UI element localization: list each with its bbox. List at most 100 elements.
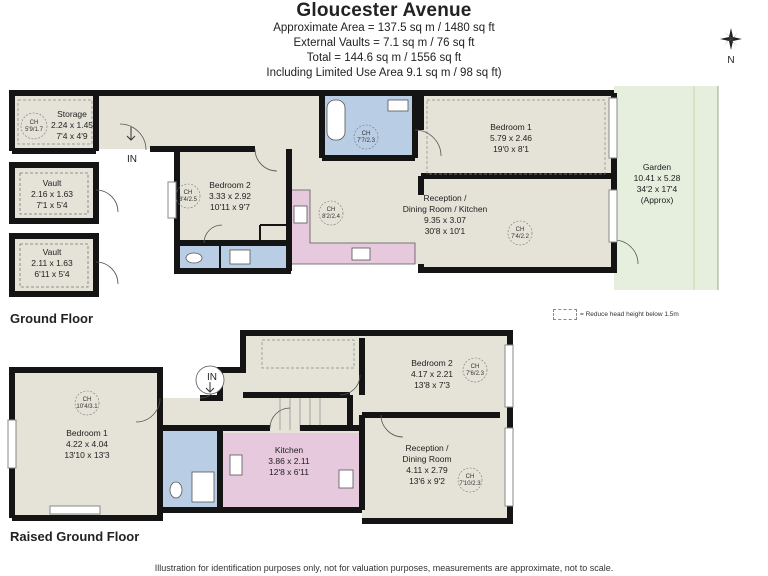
ground-bedroom2-imperial: 10'11 x 9'7: [210, 202, 250, 212]
storage-imperial: 7'4 x 4'9: [56, 131, 87, 141]
ground-reception-metric: 9.35 x 3.07: [424, 215, 466, 225]
ground-bedroom2-metric: 3.33 x 2.92: [209, 191, 251, 201]
bedroom2-ch-label: CH: [184, 190, 193, 196]
ground-floor-windows: [167, 97, 618, 243]
reception-ceiling-height-badge: [507, 220, 533, 246]
storage-metric: 2.24 x 1.45: [51, 120, 93, 130]
plan-title: Gloucester Avenue: [296, 0, 472, 21]
raised-reception-name-2: Dining Room: [402, 454, 451, 464]
raised-bedroom2-ch-label: CH: [471, 364, 480, 370]
approximate-area: Approximate Area = 137.5 sq m / 1480 sq …: [273, 22, 495, 34]
bedroom2-ch-value: 8'4/2.5: [179, 197, 197, 203]
bath-tub: [326, 99, 346, 141]
legend-text: = Reduce head height below 1.5m: [580, 311, 679, 318]
storage-reduced-headroom: [17, 99, 93, 145]
kitchen-ch-value: 8'2/2.4: [322, 214, 340, 220]
raised-kitchen: [223, 433, 361, 507]
vault-1-reduced-headroom: [19, 172, 89, 215]
reception-ch-label: CH: [516, 227, 525, 233]
garden-imperial: 34'2 x 17'4: [637, 184, 678, 194]
external-vaults-area: External Vaults = 7.1 sq m / 76 sq ft: [293, 37, 475, 49]
storage-name: Storage: [57, 109, 87, 119]
raised-bedroom2-metric: 4.17 x 2.21: [411, 369, 453, 379]
vault-2-room: [9, 233, 99, 297]
ground-basin: [229, 249, 251, 265]
ground-bedroom2-name: Bedroom 2: [209, 180, 251, 190]
ground-reception-name-2: Dining Room / Kitchen: [403, 204, 488, 214]
vault2-imperial: 6'11 x 5'4: [34, 269, 69, 279]
raised-reception-ch-value: 7'10/2.3: [459, 481, 481, 487]
compass-north-label: N: [727, 55, 735, 66]
raised-reception-name: Reception /: [406, 443, 450, 453]
bathroom-ch-value: 7'7/2.3: [357, 138, 375, 144]
vault-2-reduced-headroom: [19, 243, 89, 288]
vault2-metric: 2.11 x 1.63: [31, 258, 73, 268]
raised-bedroom2-imperial: 13'8 x 7'3: [414, 380, 450, 390]
hob: [293, 205, 308, 224]
garden-note: (Approx): [641, 195, 674, 205]
ground-floor-walls: [9, 90, 617, 274]
raised-bedroom1-imperial: 13'10 x 13'3: [64, 450, 110, 460]
ground-bedroom1-metric: 5.79 x 2.46: [490, 133, 532, 143]
garden-metric: 10.41 x 5.28: [634, 173, 681, 183]
ground-reception-imperial: 30'8 x 10'1: [425, 226, 466, 236]
compass-icon: [720, 28, 742, 50]
ground-entrance-label: IN: [127, 154, 137, 165]
raised-reception-metric: 4.11 x 2.79: [406, 465, 448, 475]
raised-floor-windows: [7, 344, 514, 515]
legend: = Reduce head height below 1.5m: [553, 309, 679, 320]
raised-kitchen-name: Kitchen: [275, 445, 304, 455]
vault2-name: Vault: [43, 247, 62, 257]
raised-shower: [191, 471, 215, 503]
ground-entrance-arrow-icon: [126, 127, 136, 141]
vault1-name: Vault: [43, 178, 62, 188]
ground-reception-name: Reception /: [424, 193, 468, 203]
vault1-metric: 2.16 x 1.63: [31, 189, 73, 199]
total-area: Total = 144.6 sq m / 1556 sq ft: [306, 52, 462, 64]
bedroom2-ceiling-height-badge: [175, 183, 201, 209]
ground-floor-partitions: [219, 224, 289, 271]
garden-area: [614, 86, 718, 290]
raised-reception-ceiling-height-badge: [457, 467, 483, 493]
ground-floor-label: Ground Floor: [10, 311, 94, 326]
bathroom-ch-label: CH: [362, 131, 371, 137]
kitchen-ch-label: CH: [327, 207, 336, 213]
raised-bedroom1-name: Bedroom 1: [66, 428, 108, 438]
storage-ceiling-height-badge: [20, 112, 48, 140]
ground-bedroom1-imperial: 19'0 x 8'1: [493, 144, 529, 154]
raised-floor-label: Raised Ground Floor: [10, 529, 140, 544]
ground-floor-plan: Storage 2.24 x 1.45 7'4 x 4'9 CH 5'9/1.7…: [9, 86, 719, 297]
vault1-imperial: 7'1 x 5'4: [36, 200, 67, 210]
kitchen-sink: [351, 247, 371, 261]
disclaimer: Illustration for identification purposes…: [154, 563, 614, 573]
bathroom-basin: [387, 99, 409, 112]
raised-wc: [169, 481, 183, 499]
ground-bedroom1-name: Bedroom 1: [490, 122, 532, 132]
garden-name: Garden: [643, 162, 672, 172]
raised-entrance-label: IN: [207, 372, 217, 383]
raised-kitchen-metric: 3.86 x 2.11: [268, 456, 310, 466]
ground-floor-doors: [95, 123, 639, 285]
raised-hob: [338, 469, 354, 489]
bathroom-ceiling-height-badge: [353, 124, 379, 150]
vault-1-room: [9, 162, 99, 224]
raised-entrance-door-icon: [195, 365, 225, 395]
kitchen-ceiling-height-badge: [318, 200, 344, 226]
limited-use-area: Including Limited Use Area 9.1 sq m / 98…: [266, 67, 502, 79]
raised-floor-plan: IN CH 10'4/3.1 Bedroom 1 4.22 x 4.04 13'…: [7, 330, 514, 524]
raised-bedroom2-name: Bedroom 2: [411, 358, 453, 368]
ground-floor-area: [12, 93, 614, 271]
raised-kitchen-imperial: 12'8 x 6'11: [269, 467, 309, 477]
reduced-headroom-swatch: [553, 309, 577, 320]
storage-ch-label: CH: [30, 120, 39, 126]
ground-wc: [185, 252, 203, 264]
raised-entrance-arrow-icon: [205, 382, 215, 393]
raised-reception-imperial: 13'6 x 9'2: [409, 476, 445, 486]
raised-kitchen-sink: [229, 454, 243, 476]
raised-reception-ch-label: CH: [466, 474, 475, 480]
raised-bedroom1-ch-value: 10'4/3.1: [76, 404, 98, 410]
bedroom1-reduced-headroom: [426, 99, 606, 175]
raised-bedroom2-ceiling-height-badge: [462, 357, 488, 383]
reception-ch-value: 7'4/2.2: [511, 234, 529, 240]
